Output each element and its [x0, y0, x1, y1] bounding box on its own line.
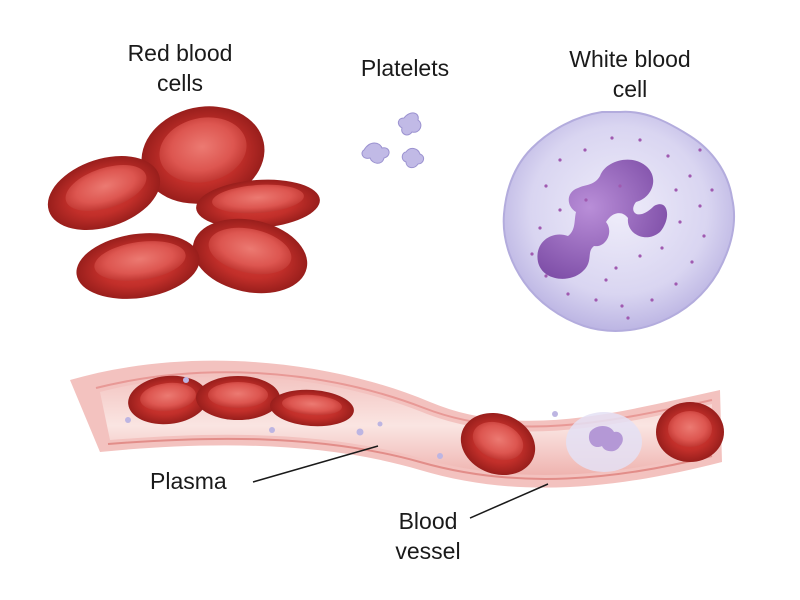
- red-blood-cell: [47, 156, 161, 230]
- platelets-group: [361, 112, 425, 169]
- vessel-red-blood-cell: [128, 375, 208, 425]
- label-blood-vessel-line2: vessel: [395, 538, 461, 564]
- vessel-platelets: [125, 377, 558, 459]
- blood-vessel-leader-line: [469, 483, 549, 519]
- label-platelets: Platelets: [360, 55, 450, 81]
- platelet: [401, 147, 425, 169]
- label-white-blood-cell-line2: cell: [612, 76, 648, 102]
- platelet: [397, 112, 422, 136]
- red-blood-cell: [192, 218, 308, 294]
- platelet: [361, 142, 390, 164]
- blood-vessel: [70, 360, 724, 488]
- vessel-red-blood-cell: [270, 389, 354, 427]
- red-blood-cells-group: [47, 106, 320, 299]
- label-white-blood-cell-line1: White blood: [569, 46, 691, 72]
- label-red-blood-cells-line2: cells: [156, 70, 203, 96]
- white-blood-cell-body: [502, 110, 736, 332]
- red-blood-cell: [141, 106, 265, 204]
- plasma-leader-line: [252, 445, 379, 483]
- vessel-red-blood-cell: [656, 402, 724, 462]
- label-blood-vessel: Blood vessel: [378, 506, 478, 566]
- vessel-red-blood-cell: [460, 412, 536, 476]
- red-blood-cell: [76, 233, 200, 299]
- granules: [530, 136, 714, 320]
- label-red-blood-cells-line1: Red blood: [127, 40, 233, 66]
- label-white-blood-cell: White blood cell: [530, 44, 730, 104]
- white-blood-cell: [502, 110, 736, 332]
- label-plasma: Plasma: [150, 468, 227, 494]
- vessel-white-blood-cell: [566, 412, 642, 472]
- red-blood-cell: [196, 179, 320, 229]
- vessel-red-blood-cell: [196, 376, 280, 420]
- white-blood-cell-nucleus: [537, 159, 668, 279]
- label-blood-vessel-line1: Blood: [398, 508, 458, 534]
- label-red-blood-cells: Red blood cells: [92, 38, 268, 98]
